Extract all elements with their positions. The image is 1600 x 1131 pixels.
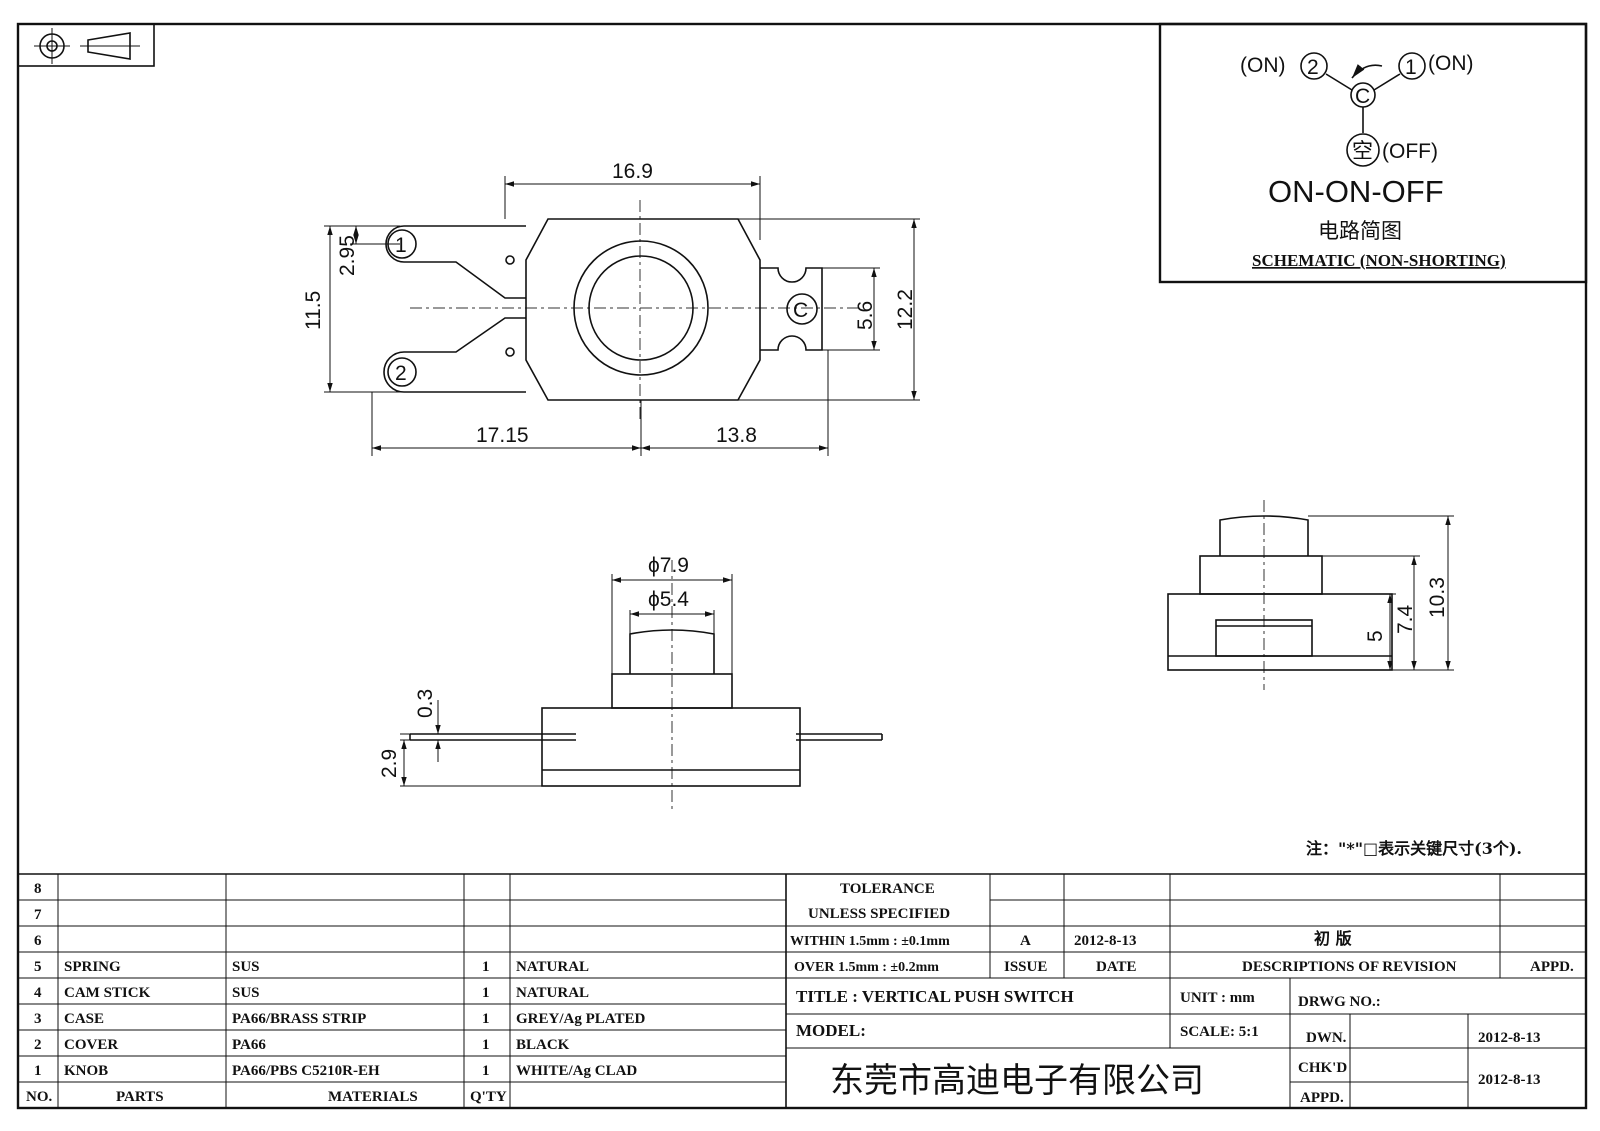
dim-left-len: 17.15 (476, 424, 529, 447)
off-label: (OFF) (1382, 140, 1438, 163)
pinC-label: C (793, 299, 808, 322)
row-no-6: 6 (34, 933, 42, 949)
row-3-qty: 1 (482, 1011, 490, 1027)
rev-h-date: DATE (1096, 959, 1137, 975)
term2-num: 2 (1307, 56, 1319, 79)
row-3-material: PA66/BRASS STRIP (232, 1011, 366, 1027)
row-4-qty: 1 (482, 985, 490, 1001)
model: MODEL: (796, 1021, 866, 1040)
dim-pin-thk: 0.3 (414, 689, 437, 718)
switch-body (525, 218, 761, 401)
drawing-border (16, 22, 1588, 1110)
header-qty: Q'TY (470, 1089, 507, 1105)
tolerance-line2: UNLESS SPECIFIED (808, 906, 950, 922)
row-2-no: 2 (34, 1037, 42, 1053)
switch-arrow-icon (1351, 64, 1383, 79)
dim-inner-dia: ϕ5.4 (648, 588, 689, 611)
dim-pin-height: 2.9 (378, 749, 401, 778)
row-no-7: 7 (34, 907, 42, 923)
scale: SCALE: 5:1 (1180, 1024, 1259, 1040)
projection-symbol-icon (17, 23, 155, 67)
row-2-qty: 1 (482, 1037, 490, 1053)
row-2-material: PA66 (232, 1037, 266, 1053)
row-4-finish: NATURAL (516, 985, 589, 1001)
row-no-8: 8 (34, 881, 42, 897)
unit: UNIT : mm (1180, 990, 1255, 1006)
row-5-material: SUS (232, 959, 260, 975)
row-1-qty: 1 (482, 1063, 490, 1079)
row-1-part: KNOB (64, 1063, 108, 1079)
dim-mid: 7.4 (1394, 604, 1417, 634)
row-5-finish: NATURAL (516, 959, 589, 975)
rev-h-appd: APPD. (1530, 959, 1574, 975)
row-5-no: 5 (34, 959, 42, 975)
row-4-no: 4 (34, 985, 42, 1001)
dim-base: 5 (1364, 630, 1387, 642)
dwn-date: 2012-8-13 (1478, 1030, 1541, 1046)
schematic-title-en: SCHEMATIC (NON-SHORTING) (1252, 251, 1506, 270)
rev-date: 2012-8-13 (1074, 933, 1137, 949)
tolerance-line3: WITHIN 1.5mm : ±0.1mm (790, 934, 950, 949)
tolerance-line1: TOLERANCE (840, 881, 935, 897)
dim-c-width: 5.6 (854, 301, 877, 330)
pin2-label: 2 (395, 362, 407, 385)
dim-total: 10.3 (1426, 577, 1449, 618)
schematic-title-cn: 电路简图 (1318, 219, 1402, 243)
row-1-no: 1 (34, 1063, 42, 1079)
row-3-no: 3 (34, 1011, 42, 1027)
header-no: NO. (26, 1089, 53, 1105)
schematic-box: (ON) 2 1 (ON) C 空 (OFF) ON-ON-OFF 电路简图 S… (1158, 22, 1588, 284)
dim-pin-span: 11.5 (302, 291, 325, 330)
dim-height: 12.2 (894, 289, 917, 330)
row-4-part: CAM STICK (64, 985, 151, 1001)
drwg-no: DRWG NO.: (1298, 994, 1381, 1010)
title-block: TITLE : VERTICAL PUSH SWITCH UNIT : mm D… (796, 987, 1541, 1106)
row-3-finish: GREY/Ag PLATED (516, 1011, 645, 1027)
rev-desc: 初 版 (1314, 929, 1352, 948)
side-view: 5 7.4 10.3 (1167, 500, 1454, 690)
company-name: 东莞市高迪电子有限公司 (830, 1061, 1204, 1101)
front-view: ϕ7.9 ϕ5.4 0.3 2.9 (378, 554, 883, 810)
header-materials: MATERIALS (328, 1089, 418, 1105)
tolerance-line4: OVER 1.5mm : ±0.2mm (794, 960, 939, 975)
chkd-date: 2012-8-13 (1478, 1072, 1541, 1088)
off-char: 空 (1352, 139, 1373, 163)
row-5-qty: 1 (482, 959, 490, 975)
row-4-material: SUS (232, 985, 260, 1001)
term1-num: 1 (1405, 56, 1417, 79)
dim-right-len: 13.8 (716, 424, 757, 447)
row-1-finish: WHITE/Ag CLAD (516, 1063, 637, 1079)
title-block-grid (18, 873, 1586, 1108)
key-dimension-note: 注："*"□表示关键尺寸(3个). (1306, 839, 1522, 858)
tolerance-block: TOLERANCE UNLESS SPECIFIED WITHIN 1.5mm … (790, 881, 1574, 975)
rev-h-issue: ISSUE (1004, 959, 1047, 975)
dim-width: 16.9 (612, 160, 653, 183)
common-label: C (1355, 85, 1370, 108)
row-1-material: PA66/PBS C5210R-EH (232, 1063, 380, 1079)
dim-pin-offset: 2.95 (336, 235, 359, 276)
row-2-finish: BLACK (516, 1037, 570, 1053)
term1-label: (ON) (1428, 52, 1474, 75)
dim-outer-dia: ϕ7.9 (648, 554, 689, 577)
side-base (1167, 593, 1393, 671)
switch-type: ON-ON-OFF (1268, 174, 1444, 209)
rev-h-desc: DESCRIPTIONS OF REVISION (1242, 959, 1457, 975)
rev-issue: A (1020, 933, 1031, 949)
appd-label: APPD. (1300, 1090, 1344, 1106)
drawing-title: TITLE : VERTICAL PUSH SWITCH (796, 987, 1074, 1006)
top-view: 1 2 C 16.9 11.5 2.95 5.6 12.2 (302, 160, 920, 456)
row-5-part: SPRING (64, 959, 121, 975)
header-parts: PARTS (116, 1089, 164, 1105)
parts-table: 8 7 6 5 SPRING SUS 1 NATURAL 4 CAM STICK… (26, 881, 645, 1105)
row-2-part: COVER (64, 1037, 118, 1053)
term2-label: (ON) (1240, 54, 1286, 77)
pin1-label: 1 (395, 234, 407, 257)
row-3-part: CASE (64, 1011, 104, 1027)
dwn-label: DWN. (1306, 1030, 1347, 1046)
chkd-label: CHK'D (1298, 1060, 1347, 1076)
front-base (541, 707, 801, 787)
